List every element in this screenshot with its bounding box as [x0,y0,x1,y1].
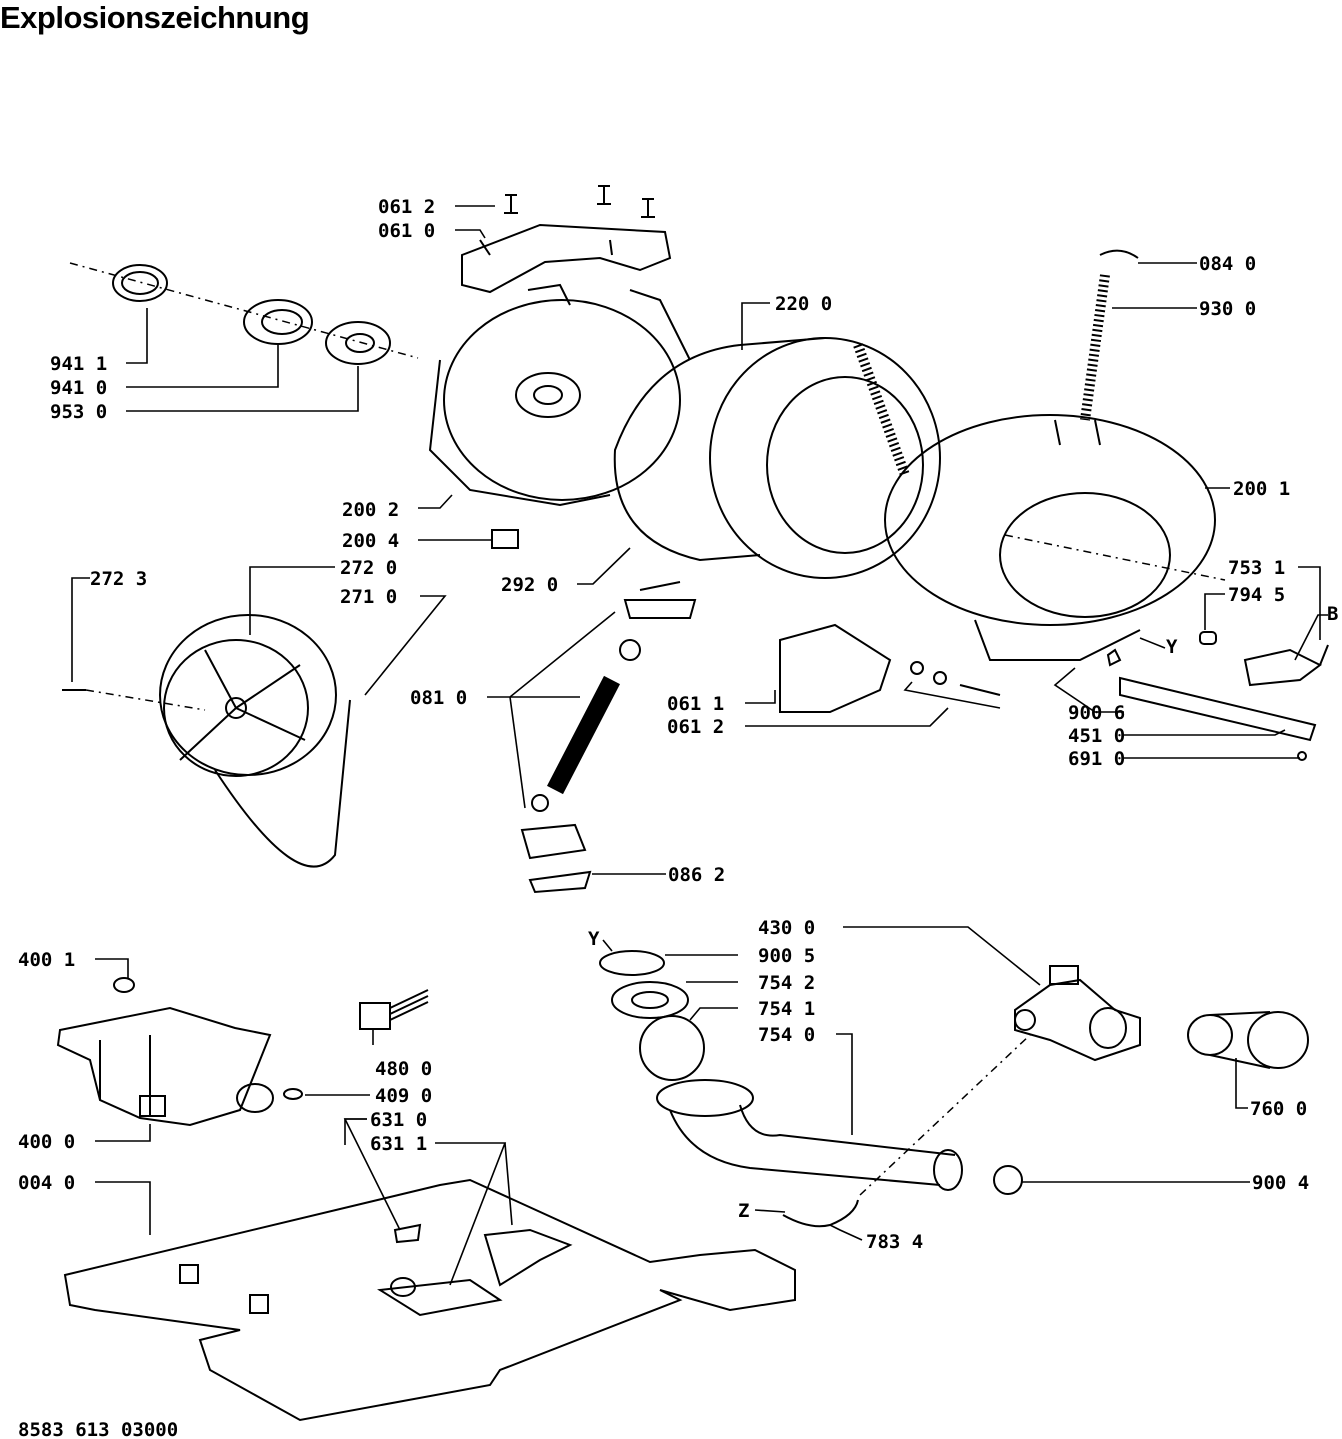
label-631-1: 631 1 [370,1133,427,1155]
rear-tub-half-200-2 [428,283,691,507]
label-y-upper: Y [1166,636,1178,658]
axis-line-pulley [85,689,206,711]
label-430-0: 430 0 [758,917,815,939]
clamp-900-4 [993,1165,1023,1195]
bearing-941-1 [112,264,168,302]
part-794-5 [1199,631,1217,645]
label-200-1: 200 1 [1233,478,1290,500]
label-631-0: 631 0 [370,1109,427,1131]
label-760-0: 760 0 [1250,1098,1307,1120]
shock-absorber-081-0 [520,581,697,860]
label-941-0: 941 0 [50,377,107,399]
label-061-2-mid: 061 2 [667,716,724,738]
label-b: B [1327,603,1338,625]
drum-220-0 [613,337,941,579]
axis-line-pump [859,1034,1031,1196]
label-061-1: 061 1 [667,693,724,715]
labels: 061 2 061 0 084 0 220 0 930 0 941 1 941 … [18,196,1338,1439]
clip-084-0 [1099,249,1139,259]
heater-thermostat-753-1 [1243,644,1329,687]
label-220-0: 220 0 [775,293,832,315]
label-z: Z [738,1200,749,1222]
hose-783-4 [782,1199,859,1228]
part-900-6 [1106,648,1122,667]
bearing-941-0 [243,299,313,345]
base-plate-004-0 [63,1178,796,1422]
seal-953-0 [325,321,391,365]
label-200-2: 200 2 [342,499,399,521]
label-900-4: 900 4 [1252,1172,1309,1194]
spring-left [853,343,910,477]
sump-hose-754-0 [656,1079,963,1191]
label-783-4: 783 4 [866,1231,923,1253]
label-794-5: 794 5 [1228,584,1285,606]
connector-480-0 [359,989,429,1030]
label-400-0: 400 0 [18,1131,75,1153]
ball-754-1 [639,1015,705,1081]
label-409-0: 409 0 [375,1085,432,1107]
motor-400-0 [56,1006,274,1127]
label-272-3: 272 3 [90,568,147,590]
bolts-061-2 [504,185,655,218]
label-480-0: 480 0 [375,1058,432,1080]
front-tub-half-200-1 [884,414,1216,661]
page-title: Explosionszeichnung [0,0,310,35]
label-900-6: 900 6 [1068,702,1125,724]
axis-line-bearings [69,262,419,359]
label-941-1: 941 1 [50,353,107,375]
mount-061-1 [779,623,1001,713]
part-409-0 [283,1088,303,1100]
label-081-0: 081 0 [410,687,467,709]
label-084-0: 084 0 [1199,253,1256,275]
label-691-0: 691 0 [1068,748,1125,770]
label-754-1: 754 1 [758,998,815,1020]
part-400-1 [113,977,135,993]
label-400-1: 400 1 [18,949,75,971]
label-754-0: 754 0 [758,1024,815,1046]
document-number: 8583 613 03000 [18,1419,178,1439]
belt-271-0 [214,699,351,868]
pump-430-0 [1014,965,1141,1062]
seal-754-2 [611,981,689,1019]
bracket-086-2 [528,870,592,894]
pulley-272-0 [159,614,337,777]
part-691-0 [1297,751,1307,761]
label-061-2-top: 061 2 [378,196,435,218]
label-272-0: 272 0 [340,557,397,579]
label-086-2: 086 2 [668,864,725,886]
leader-lines [71,205,1328,1286]
label-004-0: 004 0 [18,1172,75,1194]
spring-930-0 [1080,274,1110,421]
label-930-0: 930 0 [1199,298,1256,320]
label-451-0: 451 0 [1068,725,1125,747]
axis-line-tub [1004,534,1226,581]
clip-200-4 [491,529,519,549]
filter-760-0 [1187,1011,1309,1069]
label-900-5: 900 5 [758,945,815,967]
label-292-0: 292 0 [501,574,558,596]
ring-900-5 [599,950,665,976]
heater-451-0 [1119,676,1317,742]
label-061-0-top: 061 0 [378,220,435,242]
counterweight-061-0 [461,223,672,294]
label-271-0: 271 0 [340,586,397,608]
label-200-4: 200 4 [342,530,399,552]
label-754-2: 754 2 [758,972,815,994]
label-953-0: 953 0 [50,401,107,423]
label-y-lower: Y [588,928,600,950]
label-753-1: 753 1 [1228,557,1285,579]
